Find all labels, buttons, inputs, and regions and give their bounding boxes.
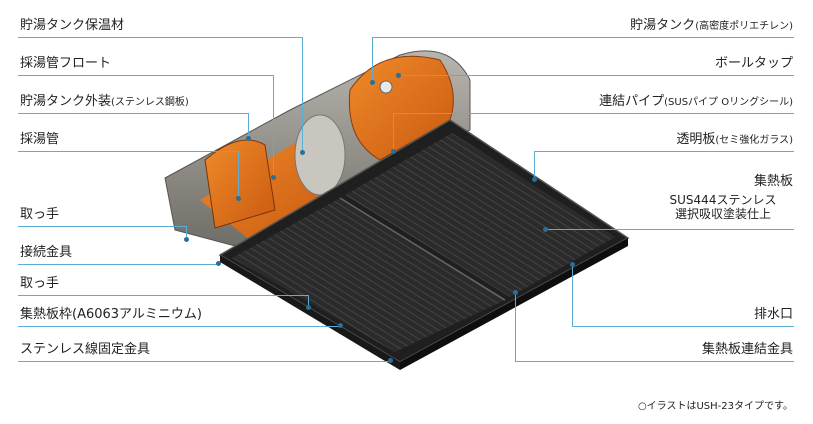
label-glass-main: 透明板 xyxy=(676,132,716,147)
collector-left xyxy=(232,198,505,352)
label-tank-outer: 貯湯タンク外装(ステンレス鋼板) xyxy=(20,94,189,111)
label-panel-joint: 集熱板連結金具 xyxy=(701,342,793,357)
label-draw-pipe: 採湯管 xyxy=(20,132,60,147)
collector-right xyxy=(345,133,615,297)
footnote: ○イラストはUSH-23タイプです。 xyxy=(637,401,793,412)
label-pipe-sub: (SUSパイプ Oリングシール) xyxy=(664,97,793,108)
absorber-spec-line-1: SUS444ステンレス xyxy=(669,193,777,207)
label-drain: 排水口 xyxy=(753,307,793,322)
absorber-spec-line-2: 選択吸収塗装仕上 xyxy=(674,207,771,221)
label-connector: 接続金具 xyxy=(20,245,73,260)
label-pipe-main: 連結パイプ xyxy=(599,94,665,109)
label-ball-tap: ボールタップ xyxy=(714,56,793,71)
label-glass-sub: (セミ強化ガラス) xyxy=(715,135,793,146)
label-glass: 透明板(セミ強化ガラス) xyxy=(676,132,793,149)
label-tank-outer-main: 貯湯タンク外装 xyxy=(20,94,112,109)
tank-orange-body xyxy=(348,55,454,161)
label-tank: 貯湯タンク(高密度ポリエチレン) xyxy=(630,18,793,35)
label-tank-main: 貯湯タンク xyxy=(630,18,696,33)
absorber-spec: SUS444ステンレス 選択吸収塗装仕上 xyxy=(653,193,793,221)
label-tank-outer-sub: (ステンレス鋼板) xyxy=(111,97,189,108)
label-connecting-pipe: 連結パイプ(SUSパイプ Oリングシール) xyxy=(599,94,793,111)
label-wire-fixture: ステンレス線固定金具 xyxy=(20,342,151,357)
label-float: 採湯管フロート xyxy=(20,56,112,71)
label-handle-2: 取っ手 xyxy=(20,276,60,291)
label-absorber: 集熱板 xyxy=(753,174,793,189)
ball-tap xyxy=(379,80,393,94)
label-handle-1: 取っ手 xyxy=(20,207,60,222)
tank-band xyxy=(294,114,346,196)
label-panel-frame: 集熱板枠(A6063アルミニウム) xyxy=(20,307,202,322)
label-tank-sub: (高密度ポリエチレン) xyxy=(695,21,793,32)
label-tank-insulation: 貯湯タンク保温材 xyxy=(20,18,125,33)
